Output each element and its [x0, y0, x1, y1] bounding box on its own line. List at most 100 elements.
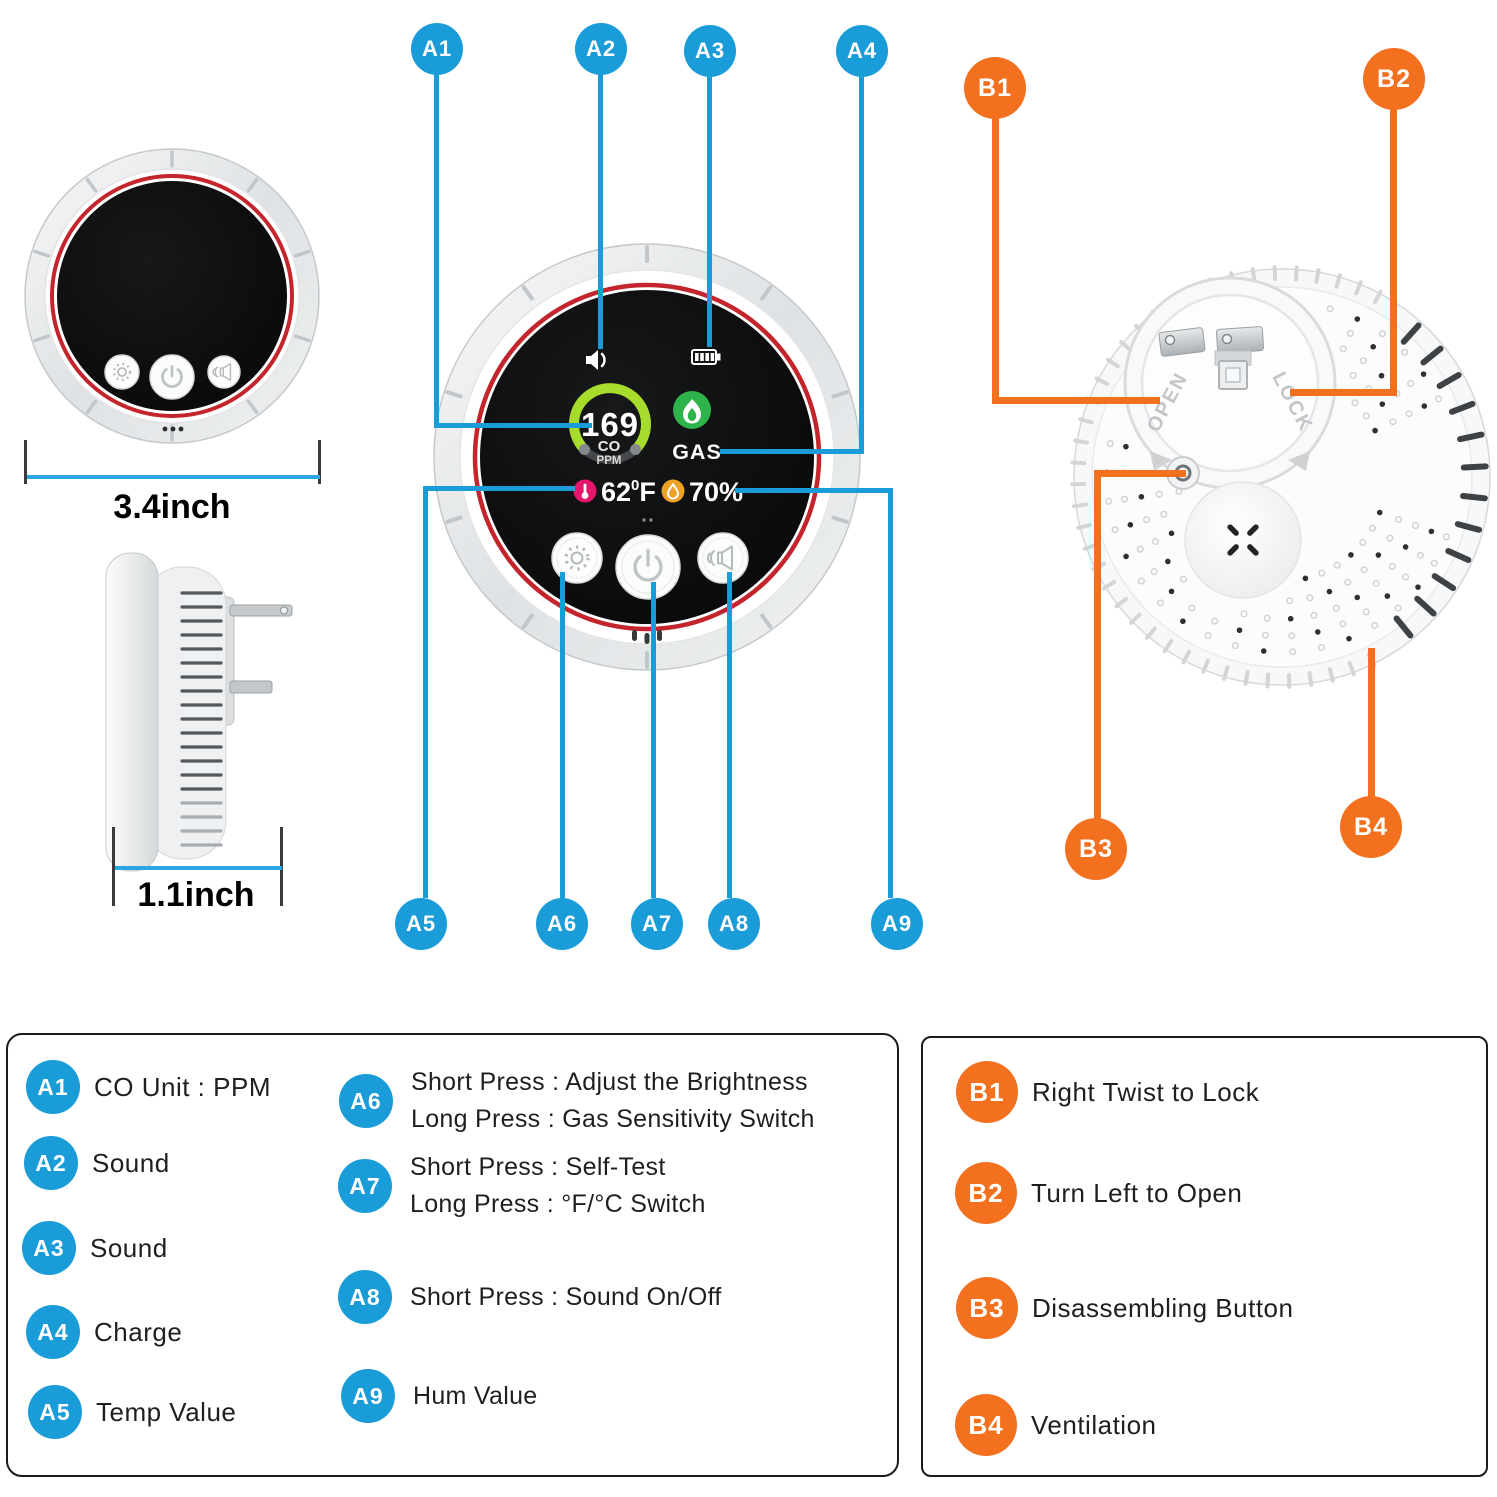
power-icon — [633, 548, 663, 582]
legend-text-a5: Temp Value — [96, 1396, 237, 1427]
legend-row-a1: A1 CO Unit : PPM — [26, 1060, 271, 1114]
legend-badge-a2: A2 — [24, 1136, 78, 1190]
callout-a2: A2 — [575, 23, 627, 75]
plug-prongs — [1158, 326, 1265, 390]
legend-row-a4: A4 Charge — [26, 1305, 182, 1359]
co-label: CO — [598, 438, 621, 455]
callout-b4: B4 — [1340, 796, 1402, 858]
legend-row-a3: A3 Sound — [22, 1221, 168, 1275]
side-view — [105, 552, 293, 872]
callout-line-a1-v — [434, 73, 439, 428]
legend-badge-a5: A5 — [28, 1385, 82, 1439]
lock-arrow-icon — [1288, 451, 1310, 471]
power-button — [615, 534, 681, 600]
back-view: OPEN LOCK — [1070, 265, 1491, 689]
callout-line-a4-h — [720, 449, 864, 454]
callout-a4: A4 — [836, 25, 888, 77]
side-front-face — [105, 552, 159, 872]
legend-row-b3: B3 Disassembling Button — [956, 1277, 1293, 1339]
dim-width-tick-right — [318, 440, 321, 484]
buzzer-x-slots — [1227, 524, 1259, 556]
legend-text-a2: Sound — [92, 1147, 170, 1178]
legend-text-a8: Short Press : Sound On/Off — [410, 1282, 722, 1311]
bezel-vent-dots — [162, 426, 184, 432]
dim-depth-tick-left — [112, 827, 115, 906]
co-unit: PPM — [597, 455, 622, 467]
gas-label: GAS — [672, 440, 722, 464]
callout-line-a4-v — [859, 75, 864, 454]
callout-b2: B2 — [1363, 48, 1425, 110]
brightness-button — [104, 354, 140, 390]
speaker-status-icon — [586, 350, 606, 370]
callout-line-a5-v — [423, 486, 428, 898]
callout-line-b2-v — [1390, 108, 1397, 396]
sound-button — [697, 532, 749, 584]
callout-line-a8-v — [727, 572, 732, 898]
open-arrow-icon — [1150, 451, 1172, 471]
battery-icon — [691, 349, 721, 365]
legend-row-a2: A2 Sound — [24, 1136, 170, 1190]
legend-row-a8: A8 Short Press : Sound On/Off — [338, 1270, 722, 1324]
callout-a8: A8 — [708, 898, 760, 950]
front-view-large: 169 CO PPM GAS 620F 70% — [433, 243, 861, 671]
legend-text-a4: Charge — [94, 1316, 183, 1347]
legend-text-b3: Disassembling Button — [1032, 1292, 1294, 1323]
legend-text-a3: Sound — [90, 1232, 168, 1263]
screen-off — [57, 181, 287, 411]
callout-a7: A7 — [631, 898, 683, 950]
legend-box-a — [6, 1033, 899, 1477]
legend-badge-b3: B3 — [956, 1277, 1018, 1339]
callout-a5: A5 — [395, 898, 447, 950]
legend-text-a1: CO Unit : PPM — [94, 1071, 271, 1102]
legend-badge-a3: A3 — [22, 1221, 76, 1275]
power-icon — [161, 365, 183, 388]
legend-badge-a8: A8 — [338, 1270, 392, 1324]
screen-dot — [649, 518, 653, 522]
legend-row-b2: B2 Turn Left to Open — [955, 1162, 1242, 1224]
sound-icon — [707, 545, 733, 571]
dim-width-tick-left — [24, 440, 27, 484]
dim-depth-line — [115, 866, 282, 870]
callout-line-a5-h — [423, 486, 575, 491]
legend-text-b4: Ventilation — [1031, 1409, 1157, 1440]
dim-depth-label: 1.1inch — [137, 876, 255, 914]
legend-badge-a1: A1 — [26, 1060, 80, 1114]
bezel-notches — [445, 245, 849, 669]
legend-text-b2: Turn Left to Open — [1031, 1177, 1243, 1208]
red-ring — [472, 282, 822, 632]
callout-line-a1-h — [434, 423, 592, 428]
legend-badge-a9: A9 — [341, 1369, 395, 1423]
brightness-button — [551, 532, 603, 584]
gas-flame-icon — [673, 391, 711, 429]
brightness-icon — [112, 362, 132, 382]
legend-badge-b1: B1 — [956, 1061, 1018, 1123]
callout-a3: A3 — [684, 25, 736, 77]
legend-badge-a4: A4 — [26, 1305, 80, 1359]
legend-row-a5: A5 Temp Value — [28, 1385, 236, 1439]
legend-badge-a7: A7 — [338, 1159, 392, 1213]
legend-text-b1: Right Twist to Lock — [1032, 1076, 1260, 1107]
callout-b1: B1 — [964, 57, 1026, 119]
legend-text-a9: Hum Value — [413, 1381, 538, 1410]
temp-value: 620F — [601, 477, 656, 507]
callout-line-b3-v — [1094, 470, 1101, 819]
legend-row-a9: A9 Hum Value — [341, 1369, 538, 1423]
red-ring — [50, 174, 294, 418]
callout-line-b3-h — [1094, 470, 1186, 477]
sound-button — [207, 355, 241, 389]
legend-badge-b4: B4 — [955, 1394, 1017, 1456]
callout-line-a6-v — [560, 572, 565, 898]
callout-line-a9-v — [888, 488, 893, 898]
callout-line-b1-h — [992, 397, 1160, 404]
callout-b3: B3 — [1065, 818, 1127, 880]
humidity-icon — [661, 479, 685, 503]
callout-line-a9-h — [735, 488, 893, 493]
buzzer-dome — [1184, 481, 1302, 599]
callout-a1: A1 — [411, 23, 463, 75]
callout-line-b4-v — [1368, 648, 1375, 797]
bezel-vent-slots — [632, 630, 662, 644]
screen-dot — [642, 518, 646, 522]
